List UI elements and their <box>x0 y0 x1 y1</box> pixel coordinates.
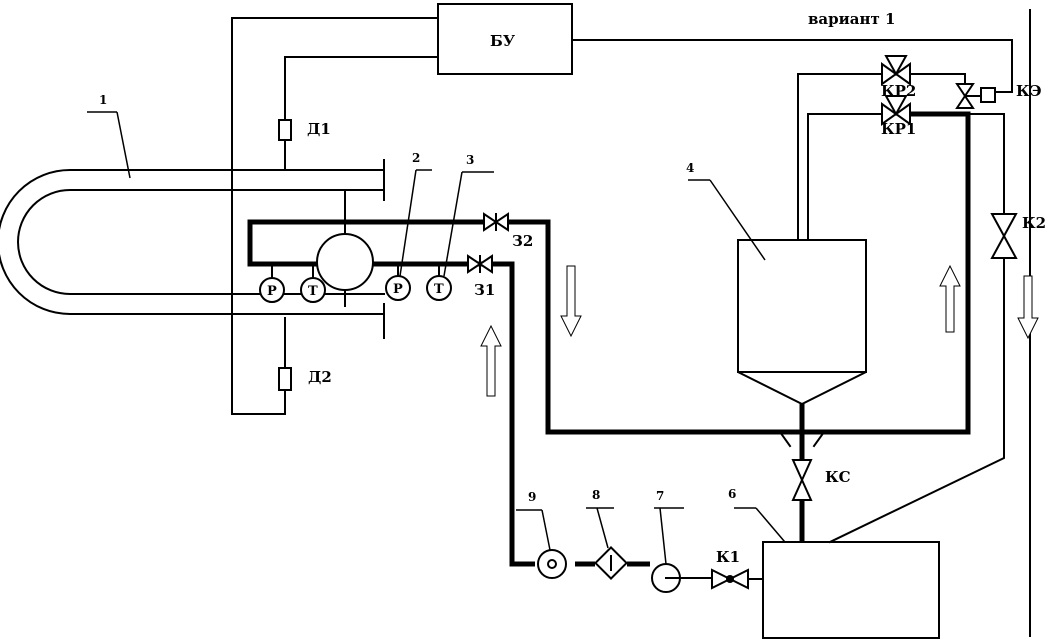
valve-kr1-label: КР1 <box>881 120 916 138</box>
sensor-d2-label: Д2 <box>308 368 332 386</box>
sensor-d2 <box>278 367 292 391</box>
valve-kr2 <box>881 55 911 86</box>
valve-z1 <box>467 254 493 274</box>
temperature-gauge-right-label: Т <box>434 282 444 297</box>
flow-arrow-up-right <box>939 264 961 333</box>
tank-4 <box>737 239 867 406</box>
valve-kr1 <box>881 95 911 126</box>
sensor-d1 <box>278 119 292 141</box>
temperature-gauge-right <box>426 275 452 301</box>
variant-title: вариант 1 <box>808 10 895 28</box>
control-wire-d2 <box>231 17 439 415</box>
temperature-gauge-left <box>300 277 326 303</box>
valve-ke-label: КЭ <box>1016 82 1042 100</box>
return-line-k2 <box>828 257 1005 544</box>
valve-k2 <box>990 213 1018 259</box>
valve-z2 <box>483 212 509 232</box>
pressure-gauge-right-label: Р <box>393 282 403 297</box>
flow-meter <box>316 233 374 291</box>
vent-pipe-kr1 <box>807 113 883 241</box>
callout-6: 6 <box>728 487 736 501</box>
callout-9: 9 <box>528 490 536 504</box>
return-pipe-loop <box>508 111 971 435</box>
callout-2: 2 <box>412 151 420 165</box>
flow-arrow-down-right <box>1017 275 1039 340</box>
u-tube <box>0 159 385 339</box>
callout-7: 7 <box>656 489 664 503</box>
control-unit-label: БУ <box>490 32 515 50</box>
callout-1: 1 <box>99 93 107 107</box>
supply-pipe <box>492 261 535 567</box>
valve-k1-label: К1 <box>716 548 740 566</box>
callout-3: 3 <box>466 153 474 167</box>
vent-pipe-kr2 <box>797 73 883 241</box>
callout-8: 8 <box>592 488 600 502</box>
flow-arrow-down-left <box>560 265 582 338</box>
pressure-gauge-left-label: Р <box>267 284 277 299</box>
temperature-gauge-left-label: Т <box>308 284 318 299</box>
control-wire-ke <box>571 39 1013 93</box>
pressure-gauge-left <box>259 277 285 303</box>
tank-6 <box>762 541 940 639</box>
flow-arrow-up-left <box>480 324 502 397</box>
pressure-gauge-right <box>385 275 411 301</box>
valve-k2-label: К2 <box>1022 214 1046 232</box>
control-wire-d1 <box>284 56 439 121</box>
callout-4: 4 <box>686 161 694 175</box>
valve-z2-label: З2 <box>512 232 533 250</box>
sensor-d1-label: Д1 <box>307 120 331 138</box>
valve-z1-label: З1 <box>474 281 495 299</box>
valve-ks <box>791 459 813 501</box>
valve-k1 <box>711 568 749 590</box>
valve-ke <box>955 83 996 109</box>
valve-ks-label: КС <box>825 468 851 486</box>
